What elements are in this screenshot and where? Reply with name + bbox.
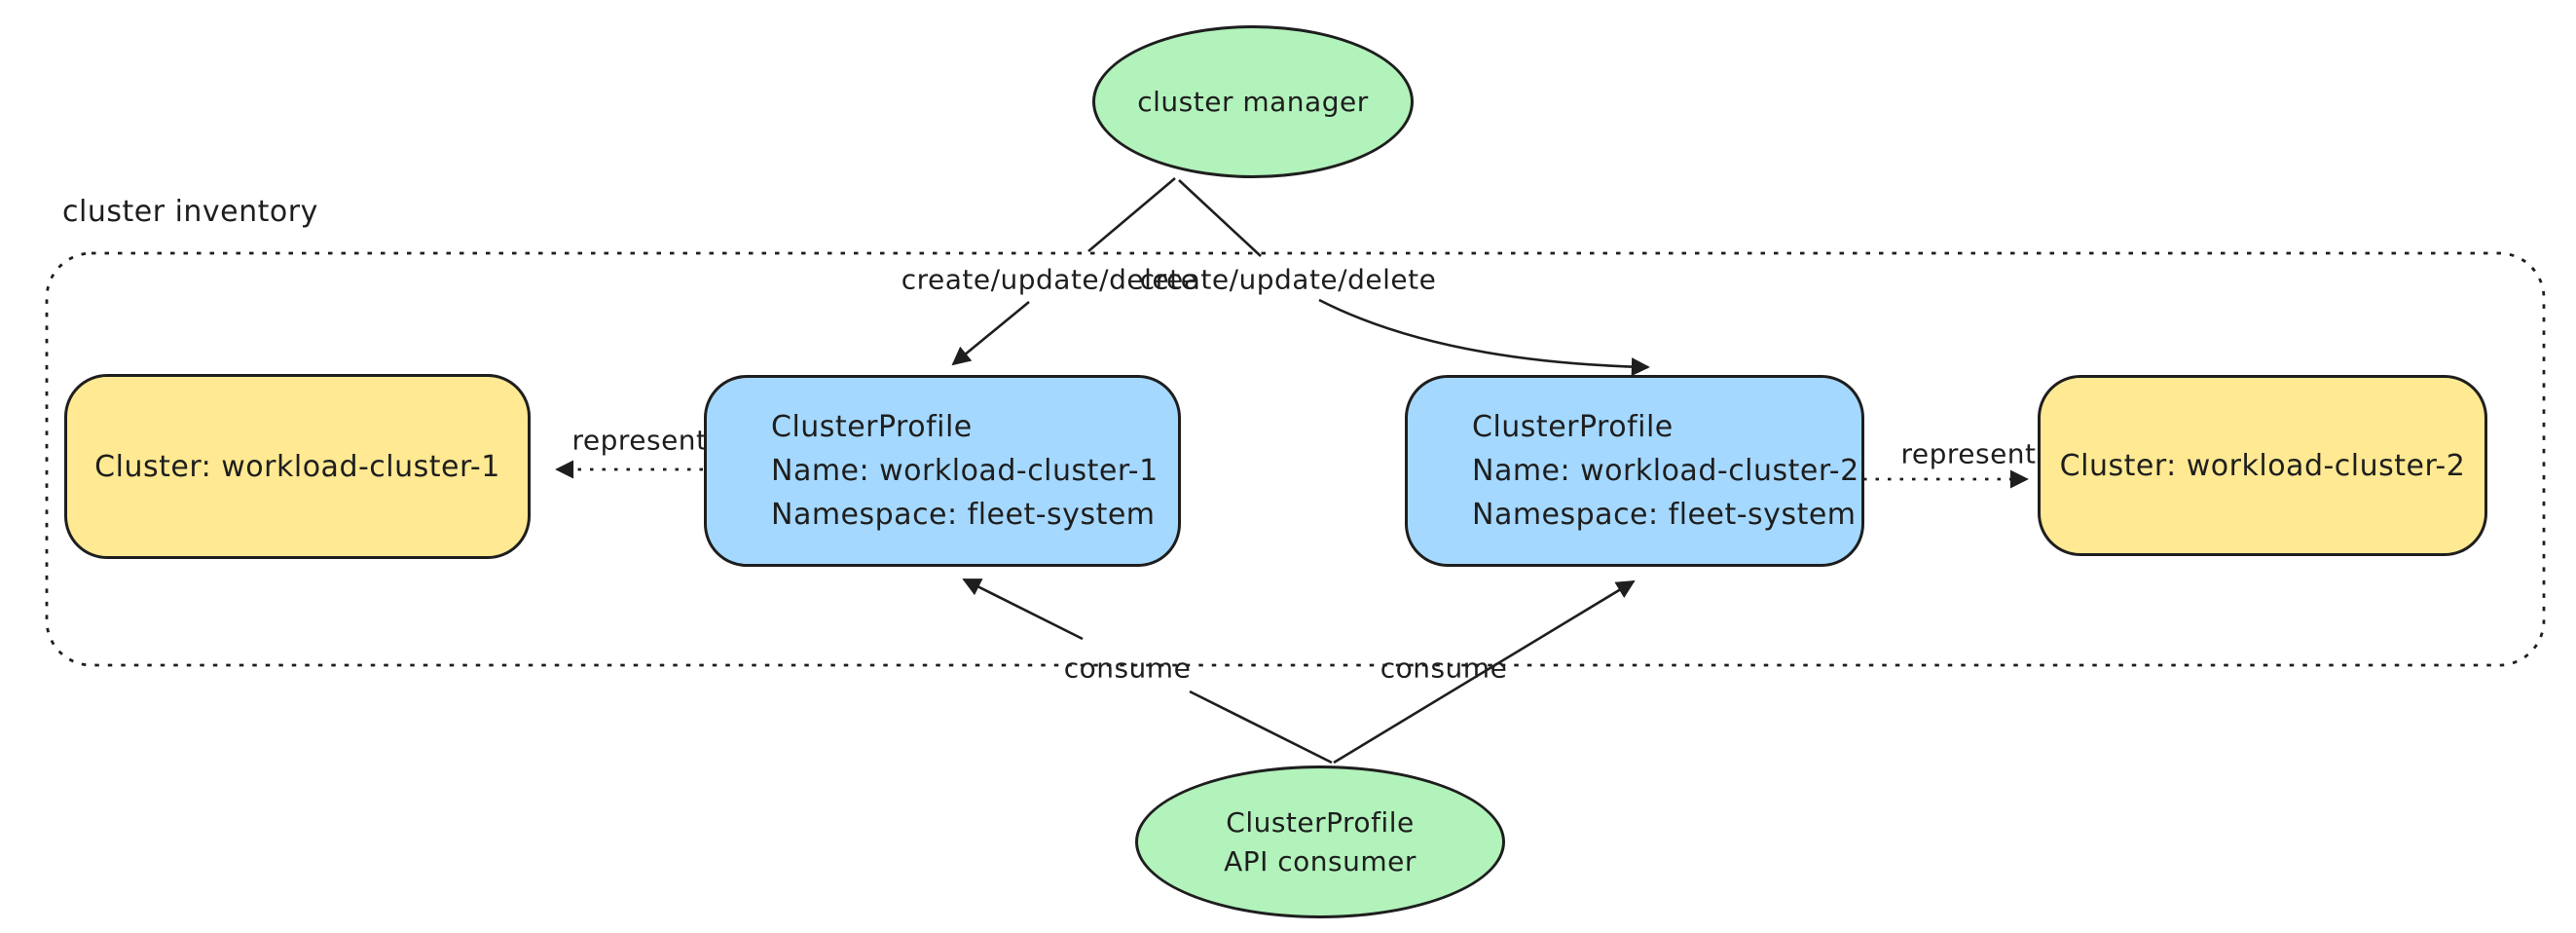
arrow-create-update-delete-left-seg1: [1087, 177, 1176, 252]
node-profile-2-text: ClusterProfile Name: workload-cluster-2 …: [1472, 405, 1859, 537]
edge-label-consume-left: consume: [1063, 652, 1192, 685]
node-cluster-1-label: Cluster: workload-cluster-1: [94, 449, 500, 484]
node-api-consumer-line2: API consumer: [1224, 844, 1417, 877]
node-cluster-2-label: Cluster: workload-cluster-2: [2059, 448, 2466, 483]
node-profile-2-name: Name: workload-cluster-2: [1472, 454, 1859, 488]
arrow-create-update-delete-left: [951, 300, 1030, 366]
node-profile-1-kind: ClusterProfile: [771, 410, 973, 444]
edge-label-consume-right: consume: [1380, 652, 1508, 685]
arrow-consume-left-seg1: [1189, 690, 1333, 765]
node-cluster-workload-cluster-1: Cluster: workload-cluster-1: [64, 374, 531, 559]
edge-label-create-update-delete-right: create/update/delete: [1139, 263, 1437, 296]
arrow-consume-right: [1333, 579, 1636, 765]
edge-label-represent-right: represent: [1900, 437, 2037, 470]
cluster-inventory-frame: [45, 251, 2546, 667]
node-cluster-workload-cluster-2: Cluster: workload-cluster-2: [2038, 375, 2487, 556]
node-cluster-manager: cluster manager: [1092, 25, 1414, 178]
arrow-consume-left: [962, 578, 1084, 641]
node-profile-1-text: ClusterProfile Name: workload-cluster-1 …: [771, 405, 1159, 537]
node-profile-2-kind: ClusterProfile: [1472, 410, 1674, 444]
node-clusterprofile-api-consumer: ClusterProfile API consumer: [1135, 765, 1505, 918]
node-api-consumer-line1: ClusterProfile: [1226, 805, 1415, 839]
node-profile-1-namespace: Namespace: fleet-system: [771, 498, 1156, 532]
node-cluster-manager-label: cluster manager: [1137, 85, 1369, 118]
node-clusterprofile-workload-cluster-2: ClusterProfile Name: workload-cluster-2 …: [1405, 375, 1864, 567]
arrow-create-update-delete-right: [1318, 298, 1650, 377]
node-clusterprofile-workload-cluster-1: ClusterProfile Name: workload-cluster-1 …: [704, 375, 1181, 567]
cluster-inventory-label: cluster inventory: [62, 195, 318, 229]
node-api-consumer-text: ClusterProfile API consumer: [1224, 803, 1417, 881]
arrow-create-update-delete-right-seg1: [1178, 179, 1262, 257]
edge-label-represent-left: represent: [571, 424, 708, 457]
edge-label-create-update-delete-left: create/update/delete: [901, 263, 1198, 296]
node-profile-1-name: Name: workload-cluster-1: [771, 454, 1159, 488]
node-profile-2-namespace: Namespace: fleet-system: [1472, 498, 1857, 532]
